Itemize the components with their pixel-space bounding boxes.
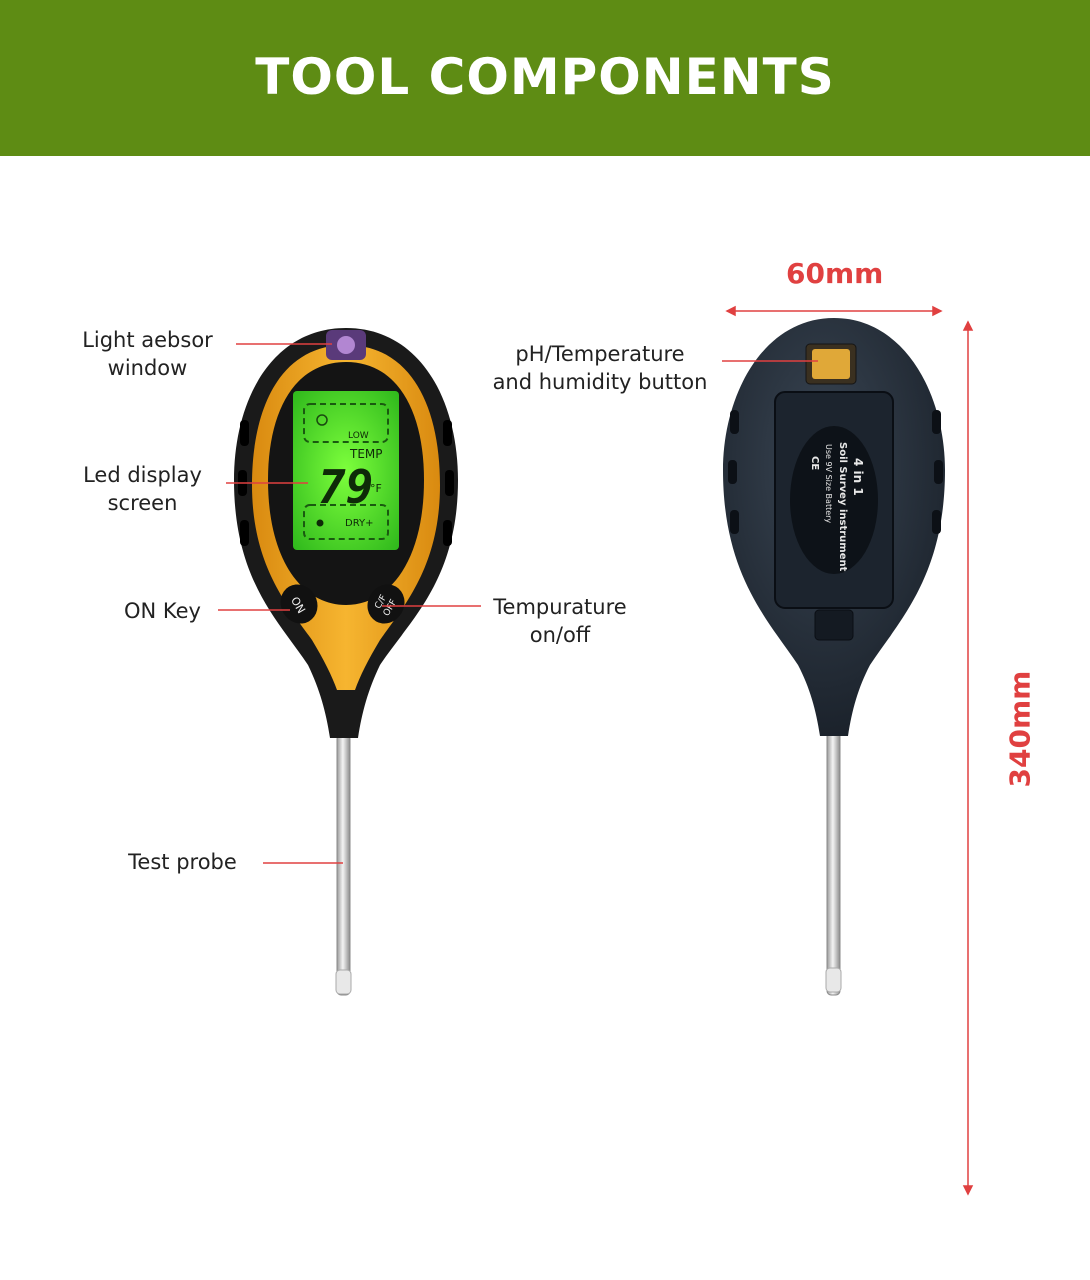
lcd-unit: °F [370,482,382,495]
callout-lines [218,343,818,864]
lcd-reading: 79 [318,460,373,514]
callout-light-window: Light aebsor window [70,326,225,382]
callout-temp-onoff-line1: Tempurature [493,595,627,619]
lcd-top-text: LOW [348,431,369,441]
callout-temp-onoff: Tempurature on/off [480,593,640,649]
back-label-ce: CE [809,456,820,470]
callout-light-window-line2: window [107,356,188,380]
callout-led-display: Led display screen [70,461,215,517]
lcd-bottom-text: DRY+ [345,518,374,529]
sun-icon [316,414,328,426]
callout-led-display-line2: screen [107,491,178,515]
back-probe [826,729,841,996]
back-label: 4 in 1 Soil Survey instrument Use 9V Siz… [809,442,865,572]
height-dimension-label: 340mm [1003,670,1037,788]
callout-ph-button-line2: and humidity button [492,370,708,394]
header-banner: TOOL COMPONENTS [0,0,1090,156]
callout-test-probe-line1: Test probe [128,850,237,874]
on-button [280,584,318,624]
front-probe-tip [335,969,352,995]
page-title: TOOL COMPONENTS [255,48,835,106]
lcd-mode-text: TEMP [349,447,383,461]
callout-ph-button: pH/Temperature and humidity button [480,340,720,396]
callout-light-window-line1: Light aebsor [82,328,213,352]
dimension-lines [725,305,974,1196]
back-label-line3: Use 9V Size Battery [824,444,833,523]
callout-test-probe: Test probe [115,848,250,876]
lcd-screen [293,391,399,550]
back-label-line2: Soil Survey instrument [837,442,848,572]
callout-on-key-line1: ON Key [124,599,201,623]
back-label-line1: 4 in 1 [851,458,865,496]
callout-on-key: ON Key [110,597,215,625]
width-dimension-label: 60mm [786,257,884,290]
off-button [367,584,405,624]
callout-temp-onoff-line2: on/off [529,623,591,647]
back-device: 4 in 1 Soil Survey instrument Use 9V Siz… [723,318,945,996]
callout-ph-button-line1: pH/Temperature [515,342,685,366]
back-probe-tip [825,967,842,993]
callout-led-display-line1: Led display [83,463,202,487]
front-probe [336,734,351,996]
front-device: LOW TEMP 79 °F DRY+ ON C/F OFF [234,328,458,996]
